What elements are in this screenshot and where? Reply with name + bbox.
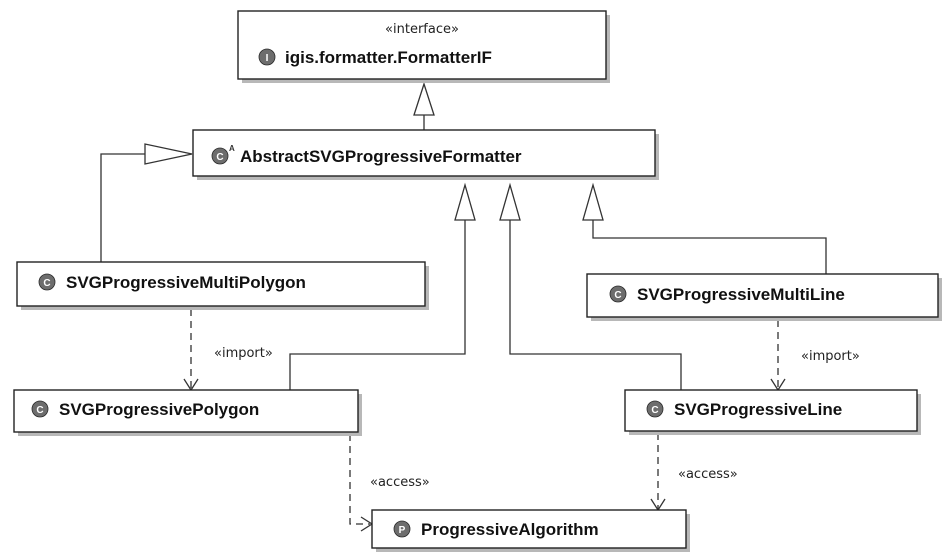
- svg-text:C: C: [614, 290, 621, 301]
- class-name: SVGProgressiveMultiLine: [637, 285, 845, 304]
- class-box-formatter-interface[interactable]: «interface» I igis.formatter.FormatterIF: [237, 10, 610, 83]
- edge-import-left: «import»: [183, 309, 273, 392]
- class-box-polygon[interactable]: C SVGProgressivePolygon: [13, 389, 362, 436]
- class-name: ProgressiveAlgorithm: [421, 520, 599, 539]
- abstract-class-icon: C A: [211, 144, 235, 165]
- class-name: SVGProgressivePolygon: [59, 400, 259, 419]
- class-box-algorithm[interactable]: P ProgressiveAlgorithm: [371, 509, 690, 552]
- generalization-arrowhead: [144, 143, 193, 165]
- access-label: «access»: [678, 467, 738, 482]
- svg-text:C: C: [651, 405, 658, 416]
- class-icon: C: [609, 285, 627, 303]
- class-name: SVGProgressiveLine: [674, 400, 842, 419]
- svg-text:A: A: [229, 144, 235, 153]
- edge-access-left: «access»: [349, 434, 430, 532]
- svg-text:C: C: [43, 278, 50, 289]
- class-icon: C: [646, 400, 664, 418]
- generalization-arrowhead: [413, 81, 435, 116]
- import-label: «import»: [801, 349, 860, 364]
- class-name: igis.formatter.FormatterIF: [285, 48, 492, 67]
- access-label: «access»: [370, 475, 430, 490]
- class-icon: C: [31, 400, 49, 418]
- svg-text:C: C: [36, 405, 43, 416]
- package-class-icon: P: [393, 520, 411, 538]
- edge-polygon-to-abstract: [289, 182, 476, 390]
- class-name: AbstractSVGProgressiveFormatter: [240, 147, 522, 166]
- edge-import-right: «import»: [770, 320, 860, 392]
- generalization-arrowhead: [499, 182, 521, 221]
- import-label: «import»: [214, 346, 273, 361]
- class-box-multiline[interactable]: C SVGProgressiveMultiLine: [586, 273, 942, 321]
- class-box-line[interactable]: C SVGProgressiveLine: [624, 389, 921, 435]
- interface-stereotype: «interface»: [385, 22, 459, 37]
- interface-icon: I: [258, 48, 276, 66]
- edge-multiline-to-abstract: [582, 182, 827, 274]
- generalization-arrowhead: [454, 182, 476, 221]
- edge-access-right: «access»: [650, 433, 738, 512]
- class-icon: C: [38, 273, 56, 291]
- edge-line-to-abstract: [499, 182, 682, 390]
- svg-text:C: C: [216, 152, 223, 163]
- class-box-abstract-formatter[interactable]: C A AbstractSVGProgressiveFormatter: [192, 129, 659, 180]
- edge-multipolygon-to-abstract: [100, 143, 193, 262]
- svg-text:I: I: [266, 53, 269, 64]
- class-name: SVGProgressiveMultiPolygon: [66, 273, 306, 292]
- svg-text:P: P: [399, 525, 406, 536]
- class-box-multipolygon[interactable]: C SVGProgressiveMultiPolygon: [16, 261, 429, 310]
- generalization-arrowhead: [582, 182, 604, 221]
